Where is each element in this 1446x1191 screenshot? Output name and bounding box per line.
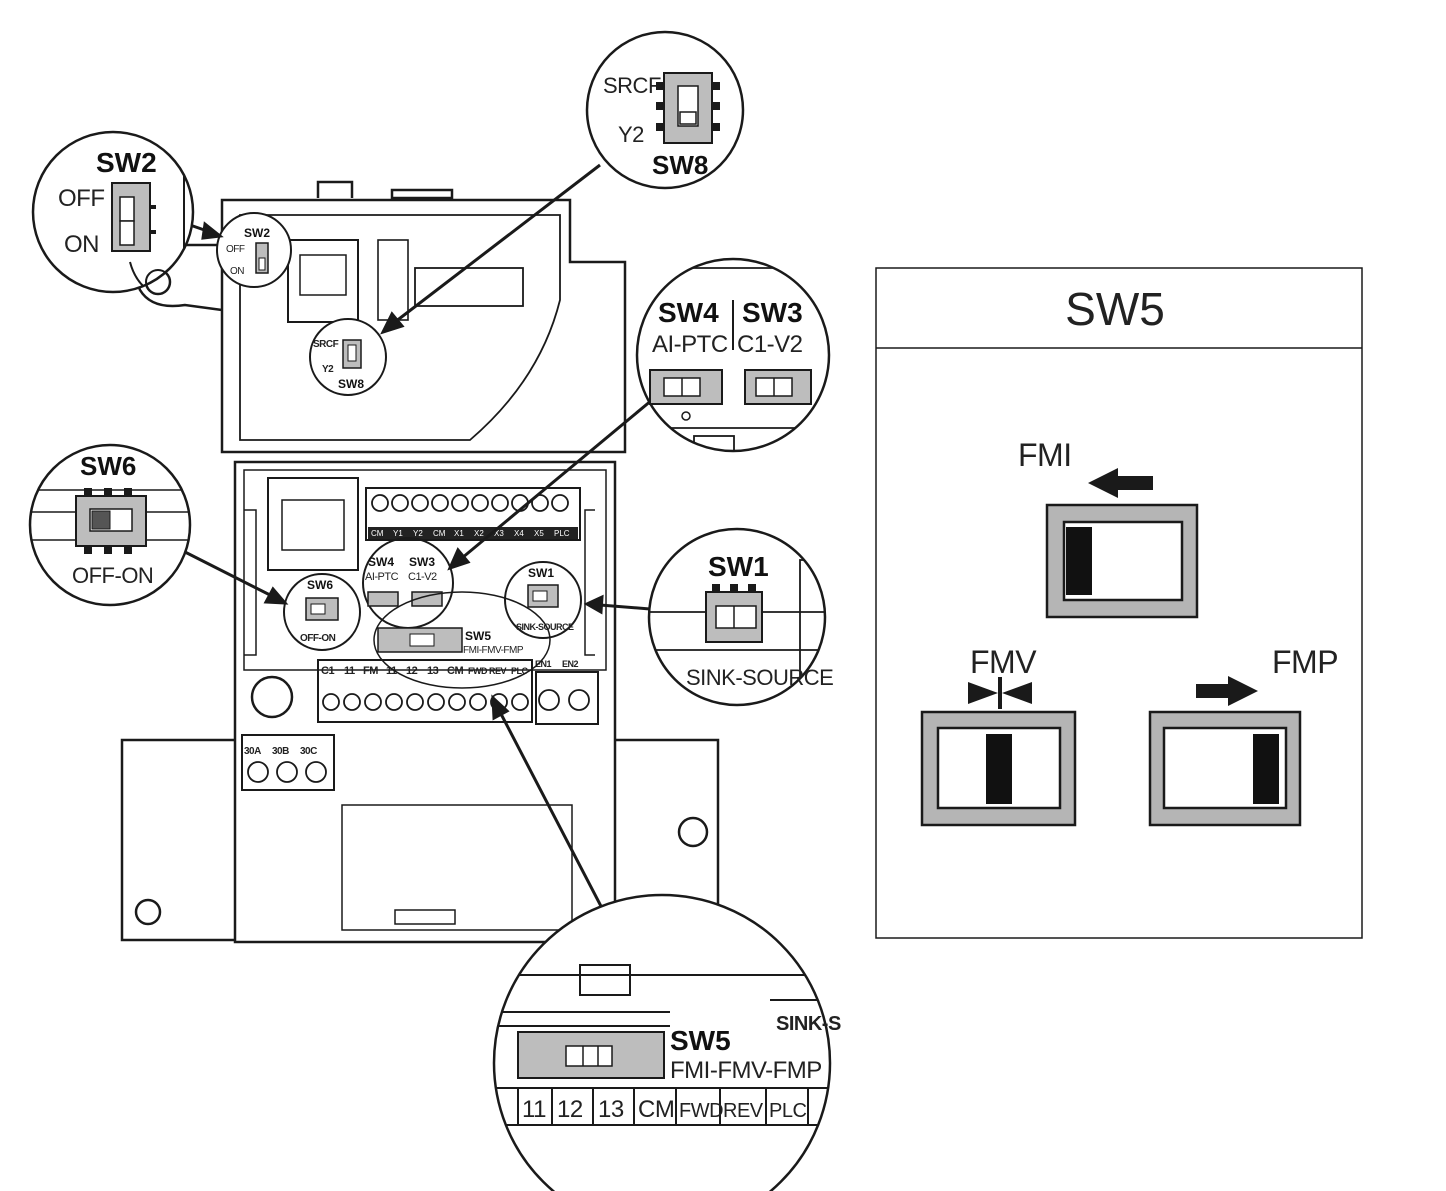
bottom-terminal-labels: C1 11 FM 11 12 13 CM FWD REV PLC EN1 EN2…	[244, 659, 579, 757]
term-relay-2: 30C	[300, 746, 317, 757]
callout-sw2-on: ON	[64, 231, 99, 258]
callout-sw5-term-1: 12	[557, 1096, 583, 1123]
term-top-3: CM	[433, 529, 446, 538]
center-arrows-icon	[968, 677, 1032, 709]
callout-sw1: SW1 SINK-SOURCE	[647, 527, 834, 707]
callout-sw5-label: FMI-FMV-FMP	[670, 1057, 822, 1084]
callout-sw8-y2: Y2	[618, 122, 644, 147]
callout-sw4-sw3: SW4 SW3 AI-PTC C1-V2	[635, 257, 831, 453]
term-top-5: X2	[474, 529, 484, 538]
callout-sw5: SINK-S SW5 FMI-FMV-FMP 11 12 13 CM FWD R…	[492, 893, 841, 1191]
callout-sw5-term-6: PLC	[769, 1100, 806, 1122]
term-bot-6: CM	[447, 665, 463, 677]
term-bot-4: 12	[406, 665, 418, 677]
callout-sw2-off: OFF	[58, 185, 105, 212]
onboard-c1-v2: C1-V2	[408, 571, 437, 583]
legend-fmv: FMV	[920, 644, 1077, 827]
term-top-0: CM	[371, 529, 384, 538]
callout-sw8-srcf: SRCF	[603, 73, 661, 98]
callout-sw2: SW2 OFF ON	[31, 130, 195, 294]
onboard-sw1-title: SW1	[528, 566, 554, 580]
term-bot-8: REV	[489, 666, 507, 676]
legend-fmi-label: FMI	[1018, 437, 1072, 473]
onboard-sw5-label: FMI-FMV-FMP	[463, 645, 524, 656]
term-top-8: X5	[534, 529, 544, 538]
onboard-sw5: SW5 FMI-FMV-FMP	[373, 591, 551, 689]
onboard-sw8-y2: Y2	[322, 364, 334, 375]
onboard-sw6-label: OFF-ON	[300, 633, 336, 644]
term-top-6: X3	[494, 529, 504, 538]
legend-title: SW5	[1065, 283, 1165, 335]
onboard-sw3-title: SW3	[409, 555, 435, 569]
callout-sw6: SW6 OFF-ON	[28, 443, 192, 607]
term-relay-1: 30B	[272, 746, 289, 757]
onboard-sw8-title: SW8	[338, 377, 364, 391]
onboard-sw5-title: SW5	[465, 629, 491, 643]
callout-ai-ptc: AI-PTC	[652, 331, 728, 358]
term-top-1: Y1	[393, 529, 403, 538]
term-en-0: EN1	[535, 659, 552, 669]
left-arrow-icon	[1088, 468, 1153, 498]
onboard-sw2-off: OFF	[226, 244, 245, 255]
onboard-sw6-title: SW6	[307, 578, 333, 592]
legend-fmv-label: FMV	[970, 644, 1037, 680]
term-bot-3: 11	[386, 665, 397, 677]
onboard-sw8-srcf: SRCF	[313, 339, 339, 350]
onboard-sw2-title: SW2	[244, 226, 270, 240]
sw5-legend-panel: SW5 FMI FMV FMP	[875, 267, 1363, 939]
callout-sw4-title: SW4	[658, 297, 719, 328]
term-bot-9: PLC	[511, 666, 529, 676]
term-bot-1: 11	[344, 665, 355, 677]
callout-sw5-sink-partial: SINK-S	[776, 1013, 841, 1035]
term-bot-2: FM	[363, 665, 378, 677]
term-top-9: PLC	[554, 529, 570, 538]
onboard-sw4-sw3: SW4 SW3 AI-PTC C1-V2	[362, 537, 454, 629]
callout-sw5-term-2: 13	[598, 1096, 624, 1123]
callout-sw1-label: SINK-SOURCE	[686, 665, 833, 690]
legend-fmp-label: FMP	[1272, 644, 1338, 680]
callout-sw8-title: SW8	[652, 150, 708, 180]
term-bot-0: C1	[321, 665, 334, 677]
term-top-4: X1	[454, 529, 464, 538]
callout-sw5-term-5: REV	[723, 1100, 764, 1122]
callout-sw6-label: OFF-ON	[72, 563, 153, 588]
term-bot-7: FWD	[468, 666, 488, 676]
term-relay-0: 30A	[244, 746, 261, 757]
bottom-terminal-screws	[247, 689, 590, 783]
callout-sw5-term-3: CM	[638, 1096, 674, 1123]
term-top-2: Y2	[413, 529, 423, 538]
term-bot-5: 13	[427, 665, 439, 677]
callout-sw5-term-0: 11	[522, 1096, 546, 1123]
legend-fmp: FMP	[1148, 644, 1339, 827]
onboard-sw2: SW2 OFF ON	[216, 212, 292, 288]
callout-sw5-title: SW5	[670, 1025, 731, 1056]
legend-fmi: FMI	[1018, 437, 1199, 619]
onboard-sw2-on: ON	[230, 266, 244, 277]
term-en-1: EN2	[562, 659, 579, 669]
callout-sw2-title: SW2	[96, 147, 157, 178]
right-arrow-icon	[1196, 676, 1258, 706]
callout-sw8: SRCF Y2 SW8	[585, 30, 745, 190]
top-terminal-screws	[371, 494, 569, 512]
onboard-sw8: SRCF Y2 SW8	[309, 318, 387, 396]
callout-sw3-title: SW3	[742, 297, 803, 328]
top-terminal-labels: CM Y1 Y2 CM X1 X2 X3 X4 X5 PLC	[368, 527, 578, 539]
callout-c1-v2: C1-V2	[737, 331, 803, 358]
onboard-sw4-title: SW4	[368, 555, 394, 569]
onboard-sw6: SW6 OFF-ON	[283, 573, 361, 651]
callout-sw6-title: SW6	[80, 451, 136, 481]
callout-sw5-term-4: FWD	[679, 1100, 723, 1122]
term-top-7: X4	[514, 529, 524, 538]
onboard-sw1: SW1 SINK-SOURCE	[504, 561, 582, 639]
onboard-ai-ptc: AI-PTC	[365, 571, 399, 583]
onboard-sw1-label: SINK-SOURCE	[516, 622, 574, 632]
callout-sw1-title: SW1	[708, 551, 769, 582]
